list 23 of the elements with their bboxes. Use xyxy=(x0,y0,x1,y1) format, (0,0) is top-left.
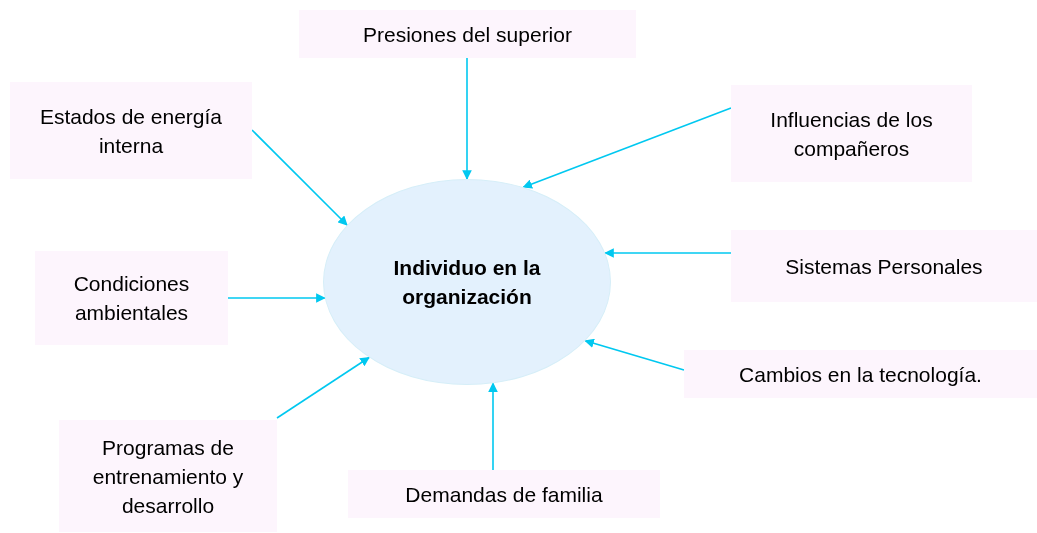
arrow xyxy=(462,57,472,180)
factor-box xyxy=(10,82,252,179)
arrow xyxy=(251,129,348,226)
factor-label: Estados de energía interna xyxy=(38,103,224,159)
factor-label: Cambios en la tecnología. xyxy=(739,361,982,388)
factor-label: Condiciones ambientales xyxy=(72,271,191,326)
factor-label: Influencias de los compañeros xyxy=(769,106,934,162)
arrow xyxy=(584,338,685,371)
factor-box xyxy=(35,251,228,345)
factor-label: Demandas de familia xyxy=(405,481,603,508)
factor-label: Programas de entrenamiento y desarrollo xyxy=(91,434,245,519)
factor-box xyxy=(731,230,1037,302)
arrow xyxy=(227,293,326,303)
factor-box xyxy=(299,10,636,58)
factor-box xyxy=(348,470,660,518)
factor-label: Presiones del superior xyxy=(363,21,572,48)
factor-box xyxy=(59,420,277,532)
factor-box xyxy=(684,350,1037,398)
factor-label: Sistemas Personales xyxy=(785,253,983,280)
arrow xyxy=(276,356,370,419)
arrow xyxy=(522,107,732,189)
node-title: Individuo en la organización xyxy=(392,255,542,310)
factor-box xyxy=(731,85,972,182)
